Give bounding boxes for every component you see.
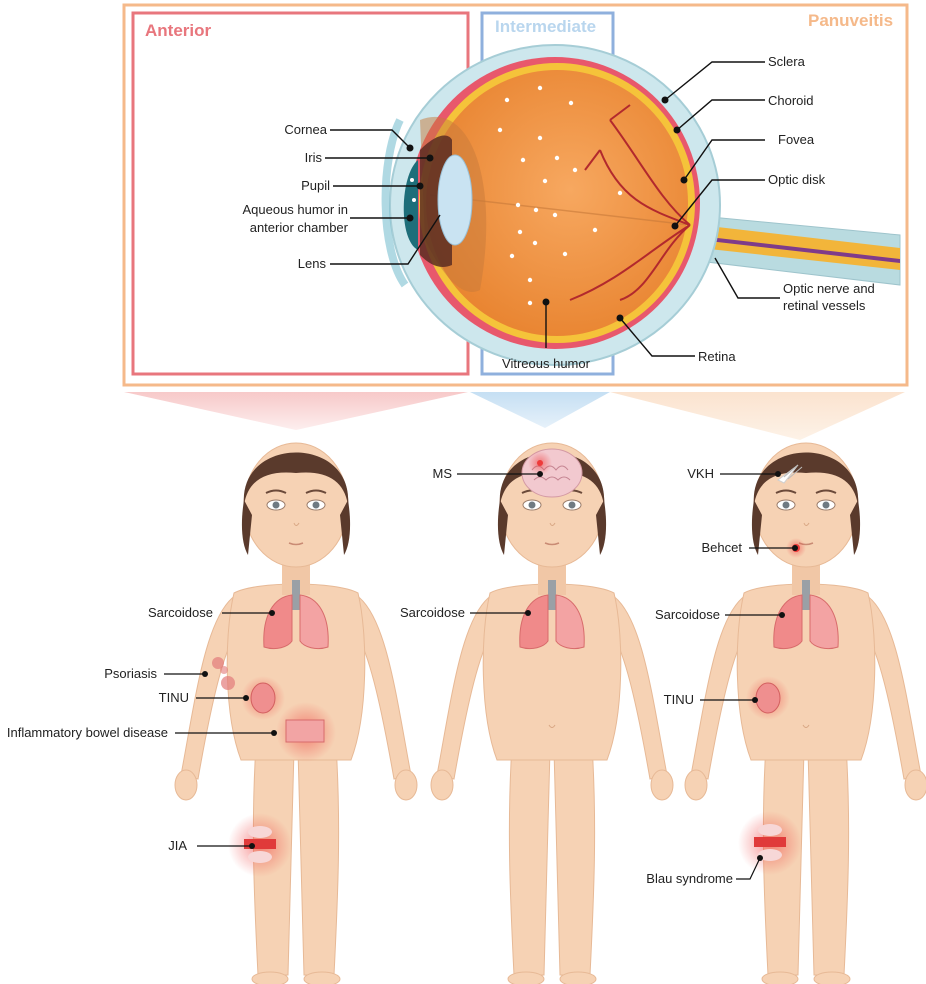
label-optic-nerve-1: Optic nerve and [783, 281, 875, 296]
label-p-tinu: TINU [664, 692, 694, 707]
intermediate-title: Intermediate [495, 17, 596, 36]
label-lens: Lens [298, 256, 327, 271]
label-cornea: Cornea [284, 122, 327, 137]
panuveitis-title: Panuveitis [808, 11, 893, 30]
label-a-tinu: TINU [159, 690, 189, 705]
panuveitis-funnel [610, 392, 905, 440]
label-a-sarcoidose: Sarcoidose [148, 605, 213, 620]
child-anterior [175, 443, 417, 984]
label-optic-disk: Optic disk [768, 172, 826, 187]
label-aqueous-1: Aqueous humor in [242, 202, 348, 217]
label-fovea: Fovea [778, 132, 815, 147]
label-choroid: Choroid [768, 93, 814, 108]
child-intermediate [431, 443, 673, 984]
anterior-title: Anterior [145, 21, 212, 40]
label-sclera: Sclera [768, 54, 806, 69]
label-p-sarcoidose: Sarcoidose [655, 607, 720, 622]
label-iris: Iris [305, 150, 323, 165]
label-a-jia: JIA [168, 838, 187, 853]
label-retina: Retina [698, 349, 736, 364]
label-a-ibd: Inflammatory bowel disease [7, 725, 168, 740]
label-i-sarcoidose: Sarcoidose [400, 605, 465, 620]
label-aqueous-2: anterior chamber [250, 220, 349, 235]
label-i-ms: MS [433, 466, 453, 481]
eyeball-illustration [386, 45, 900, 365]
child-panuveitis [685, 443, 926, 984]
label-pupil: Pupil [301, 178, 330, 193]
label-p-blau: Blau syndrome [646, 871, 733, 886]
label-p-vkh: VKH [687, 466, 714, 481]
label-a-psoriasis: Psoriasis [104, 666, 157, 681]
anterior-funnel [124, 392, 468, 430]
intermediate-funnel [470, 392, 610, 428]
label-p-behcet: Behcet [702, 540, 743, 555]
label-vitreous: Vitreous humor [502, 356, 591, 371]
label-optic-nerve-2: retinal vessels [783, 298, 866, 313]
